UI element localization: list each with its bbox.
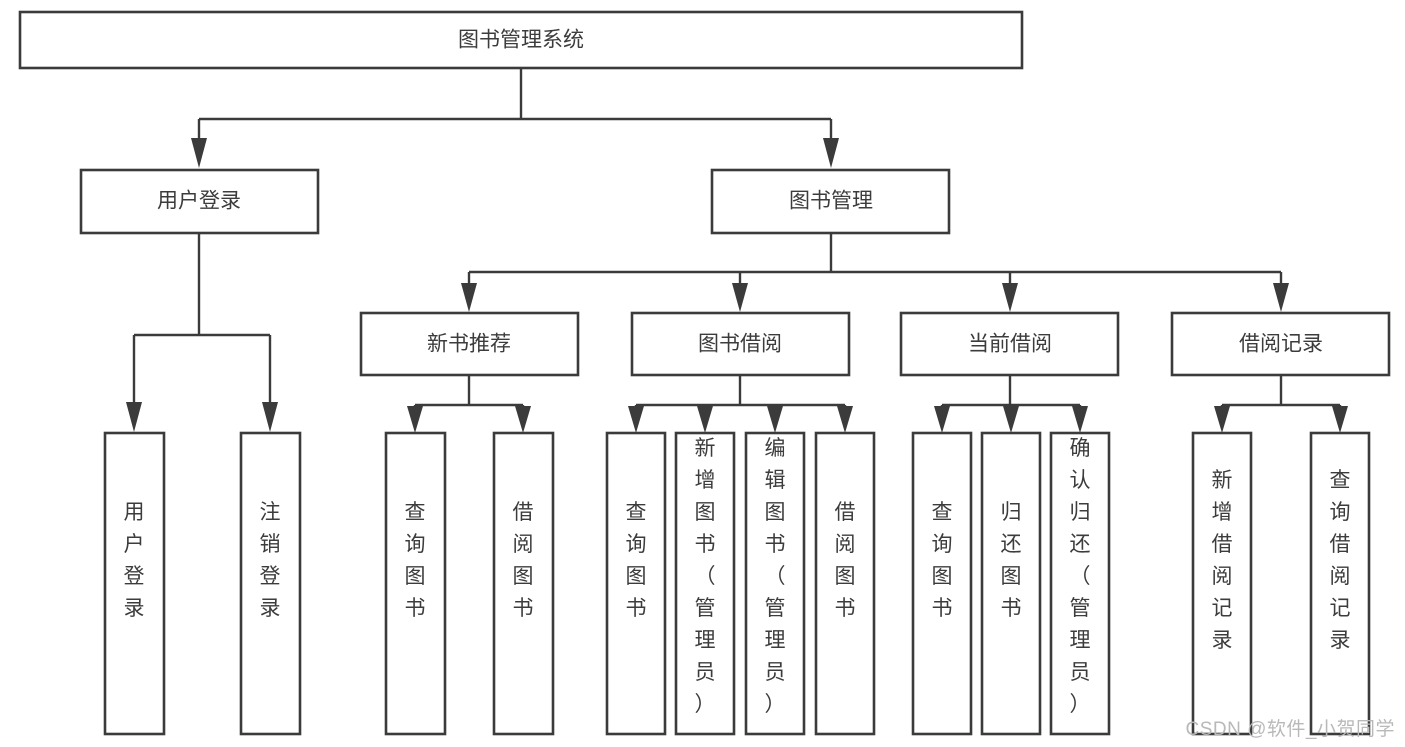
- arrow-to-leaf-confirm-return: [1072, 406, 1088, 433]
- node-leaf-query-book-1-label: 查询图书: [405, 501, 426, 620]
- node-leaf-add-book[interactable]: 新增图书（管理员）: [674, 431, 736, 736]
- node-leaf-query-book-2-label: 查询图书: [626, 501, 647, 620]
- node-leaf-add-record-box[interactable]: [1191, 431, 1253, 736]
- node-root-label: 图书管理系统: [458, 29, 584, 52]
- arrow-to-leaf-query-record: [1332, 406, 1348, 433]
- arrow-to-leaf-query-book-1: [407, 406, 423, 433]
- node-leaf-query-book-1[interactable]: 查询图书: [384, 431, 447, 736]
- node-root[interactable]: 图书管理系统: [18, 10, 1024, 70]
- node-book-borrow-label: 图书借阅: [698, 333, 782, 356]
- node-leaf-borrow-book-1-box[interactable]: [492, 431, 555, 736]
- node-book-manage-label: 图书管理: [789, 190, 873, 213]
- node-borrow-record-label: 借阅记录: [1239, 333, 1323, 356]
- node-leaf-confirm-return-label: 确认归还（管理员）: [1070, 437, 1091, 716]
- node-leaf-return-book-box[interactable]: [980, 431, 1042, 736]
- node-leaf-add-book-label: 新增图书（管理员）: [695, 437, 716, 716]
- arrow-to-leaf-add-record: [1214, 406, 1230, 433]
- node-leaf-borrow-book-2-label: 借阅图书: [835, 501, 856, 620]
- node-current-borrow[interactable]: 当前借阅: [899, 311, 1120, 377]
- node-leaf-query-book-1-box[interactable]: [384, 431, 447, 736]
- node-leaf-confirm-return-box[interactable]: [1049, 431, 1111, 736]
- arrow-to-current-borrow: [1002, 283, 1018, 312]
- node-book-borrow-box[interactable]: [630, 311, 851, 377]
- node-leaf-add-book-box[interactable]: [674, 431, 736, 736]
- node-leaf-edit-book-label: 编辑图书（管理员）: [765, 437, 786, 716]
- node-leaf-logout-box[interactable]: [239, 431, 302, 736]
- arrow-to-leaf-add-book: [697, 406, 713, 433]
- arrow-to-borrow-record: [1273, 283, 1289, 312]
- node-leaf-logout-label: 注销登录: [260, 501, 281, 620]
- node-leaf-query-book-2[interactable]: 查询图书: [605, 431, 667, 736]
- arrow-to-leaf-borrow-book-1: [515, 406, 531, 433]
- node-leaf-borrow-book-2-box[interactable]: [814, 431, 876, 736]
- node-user-login-label: 用户登录: [157, 190, 241, 213]
- node-user-login-box[interactable]: [79, 168, 320, 235]
- arrow-to-leaf-query-book-3: [934, 406, 950, 433]
- node-leaf-borrow-book-1[interactable]: 借阅图书: [492, 431, 555, 736]
- arrow-to-leaf-user-login: [126, 402, 142, 432]
- arrow-to-leaf-borrow-book-2: [837, 406, 853, 433]
- node-leaf-edit-book[interactable]: 编辑图书（管理员）: [744, 431, 806, 736]
- node-leaf-query-record-box[interactable]: [1309, 431, 1371, 736]
- connector-layer: [126, 68, 1348, 433]
- node-borrow-record[interactable]: 借阅记录: [1170, 311, 1391, 377]
- node-leaf-add-record[interactable]: 新增借阅记录: [1191, 431, 1253, 736]
- node-leaf-query-record[interactable]: 查询借阅记录: [1309, 431, 1371, 736]
- node-leaf-borrow-book-1-label: 借阅图书: [513, 501, 534, 620]
- csdn-watermark: CSDN @软件_小贺同学: [1185, 719, 1395, 740]
- node-root-box[interactable]: [18, 10, 1024, 70]
- node-leaf-query-book-3-label: 查询图书: [932, 501, 953, 620]
- node-leaf-query-book-3[interactable]: 查询图书: [911, 431, 973, 736]
- arrow-to-new-book-rec: [461, 283, 477, 312]
- arrow-to-leaf-return-book: [1003, 406, 1019, 433]
- node-new-book-rec-box[interactable]: [359, 311, 580, 377]
- node-leaf-user-login[interactable]: 用户登录: [103, 431, 166, 736]
- node-book-manage-box[interactable]: [710, 168, 951, 235]
- node-new-book-rec[interactable]: 新书推荐: [359, 311, 580, 377]
- node-leaf-user-login-label: 用户登录: [124, 501, 145, 620]
- arrow-to-leaf-edit-book: [767, 406, 783, 433]
- node-current-borrow-box[interactable]: [899, 311, 1120, 377]
- node-leaf-borrow-book-2[interactable]: 借阅图书: [814, 431, 876, 736]
- node-user-login[interactable]: 用户登录: [79, 168, 320, 235]
- node-leaf-query-record-label: 查询借阅记录: [1330, 469, 1351, 652]
- node-leaf-user-login-box[interactable]: [103, 431, 166, 736]
- node-borrow-record-box[interactable]: [1170, 311, 1391, 377]
- node-leaf-return-book[interactable]: 归还图书: [980, 431, 1042, 736]
- node-leaf-logout[interactable]: 注销登录: [239, 431, 302, 736]
- node-book-manage[interactable]: 图书管理: [710, 168, 951, 235]
- node-leaf-return-book-label: 归还图书: [1001, 501, 1022, 620]
- arrow-to-leaf-query-book-2: [628, 406, 644, 433]
- node-book-borrow[interactable]: 图书借阅: [630, 311, 851, 377]
- arrow-to-book-manage: [823, 138, 839, 168]
- node-leaf-edit-book-box[interactable]: [744, 431, 806, 736]
- node-leaf-query-book-2-box[interactable]: [605, 431, 667, 736]
- node-leaf-add-record-label: 新增借阅记录: [1212, 469, 1233, 652]
- arrow-to-user-login: [191, 138, 207, 168]
- node-new-book-rec-label: 新书推荐: [427, 333, 511, 356]
- node-current-borrow-label: 当前借阅: [968, 333, 1052, 356]
- node-leaf-query-book-3-box[interactable]: [911, 431, 973, 736]
- arrow-to-book-borrow: [732, 283, 748, 312]
- arrow-to-leaf-logout: [262, 402, 278, 432]
- node-leaf-confirm-return[interactable]: 确认归还（管理员）: [1049, 431, 1111, 736]
